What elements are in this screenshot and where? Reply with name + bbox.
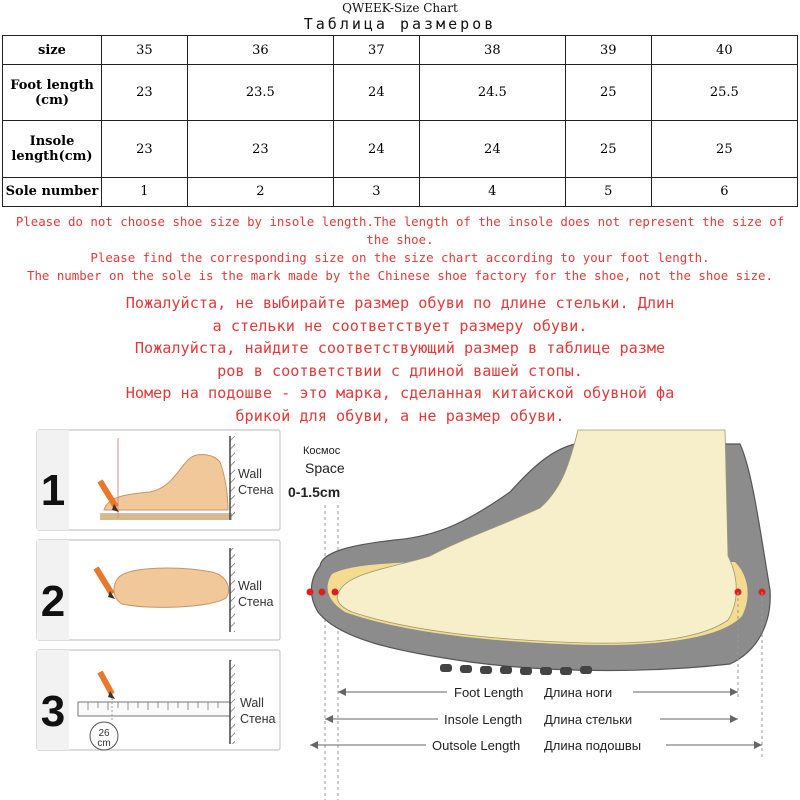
chart-subtitle: Таблица размеров	[303, 15, 497, 33]
table-cell: 23	[101, 64, 188, 122]
step-3-panel: 3 26 cm Wall Стена	[36, 649, 281, 751]
table-cell: 39	[564, 34, 652, 66]
badge-unit: cm	[97, 738, 110, 749]
wall-label-en: Wall	[240, 696, 264, 710]
outsole-length-en: Outsole Length	[432, 738, 520, 753]
measurement-illustration: 1 Wall Стена 2 Wall Стена 3	[36, 429, 771, 800]
note-line: брикой для обуви, а не размер обуви.	[235, 406, 565, 425]
table-cell: 38	[418, 34, 566, 66]
row-header-line: Sole number	[5, 184, 99, 200]
insole-length-en: Insole Length	[444, 712, 522, 727]
note-line: Номер на подошве - это марка, сделанная …	[125, 384, 675, 402]
step-1-panel: 1 Wall Стена	[36, 429, 281, 531]
note-line: Пожалуйста, не выбирайте размер обуви по…	[125, 294, 675, 312]
table-cell: 23.5	[186, 64, 334, 122]
table-cell: 24	[332, 64, 420, 122]
table-cell: 4	[418, 176, 566, 208]
pencil-icon	[93, 566, 115, 599]
step-2-panel: 2 Wall Стена	[36, 539, 281, 641]
foot-length-en: Foot Length	[454, 685, 523, 700]
wall-label-ru: Стена	[238, 595, 273, 609]
wall-label-en: Wall	[238, 579, 262, 593]
table-cell: 24	[418, 120, 566, 178]
outsole-length-measure: Outsole Length Длина подошвы	[310, 736, 762, 754]
table-cell: 2	[186, 176, 334, 208]
marker-dot	[331, 588, 339, 596]
table-cell: 35	[101, 34, 188, 66]
ruler	[77, 701, 231, 717]
table-cell: 24	[332, 120, 420, 178]
row-header-line: size	[38, 42, 66, 58]
table-cell: 23	[186, 120, 334, 178]
badge-value: 26	[98, 728, 110, 739]
row-header: Foot length(cm)	[2, 64, 102, 122]
row-header-line: length(cm)	[11, 149, 93, 165]
row-header-line: Foot length	[10, 77, 94, 93]
step-number: 2	[41, 577, 65, 626]
wall-label-ru: Стена	[238, 483, 273, 497]
table-cell: 25	[564, 120, 652, 178]
table-cell: 25.5	[650, 64, 799, 122]
step-number: 1	[41, 466, 65, 515]
pencil-icon	[97, 670, 115, 699]
table-cell: 23	[101, 120, 188, 178]
wall-label-ru: Стена	[240, 712, 275, 726]
pencil-icon	[97, 479, 119, 512]
table-cell: 5	[564, 176, 652, 208]
outsole-length-ru: Длина подошвы	[544, 738, 641, 753]
insole-length-ru: Длина стельки	[544, 712, 632, 727]
note-line: Please find the corresponding size on th…	[90, 250, 710, 265]
notes-russian: Пожалуйста, не выбирайте размер обуви по…	[0, 292, 800, 427]
table-cell: 3	[332, 176, 420, 208]
table-cell: 6	[650, 176, 799, 208]
foot-side-icon	[103, 454, 229, 511]
table-cell: 37	[332, 34, 420, 66]
shoe-diagram: Космос Space 0-1.5cm Foot Length Длина н…	[288, 429, 771, 800]
foot-shape	[336, 429, 737, 644]
space-range: 0-1.5cm	[288, 484, 340, 500]
space-label-en: Space	[305, 460, 345, 476]
foot-top-icon	[113, 567, 230, 608]
measurement-badge	[89, 721, 119, 751]
table-cell: 1	[101, 176, 188, 208]
row-header: Sole number	[2, 176, 102, 208]
step-number: 3	[41, 687, 65, 736]
note-line: а стельки не соответствует размеру обуви…	[212, 316, 588, 335]
foot-length-measure: Foot Length Длина ноги	[338, 683, 738, 701]
table-cell: 24.5	[418, 64, 566, 122]
foot-length-ru: Длина ноги	[544, 685, 612, 700]
marker-dot	[318, 588, 326, 596]
marker-dot	[306, 588, 314, 596]
table-cell: 40	[650, 34, 799, 66]
note-line: ров в соответствии с длиной вашей стопы.	[217, 361, 583, 380]
note-line: Please do not choose shoe size by insole…	[15, 214, 785, 229]
table-cell: 36	[186, 34, 334, 66]
row-header-line: Insole	[29, 134, 75, 150]
chart-title: QWEEK-Size Chart	[342, 1, 458, 15]
table-cell: 25	[564, 64, 652, 122]
row-header: size	[2, 34, 102, 66]
space-label-ru: Космос	[303, 445, 341, 457]
insole-length-measure: Insole Length Длина стельки	[325, 710, 738, 728]
table-cell: 25	[650, 120, 799, 178]
wall-label-en: Wall	[238, 467, 262, 481]
note-line: the shoe.	[366, 232, 434, 247]
note-line: Пожалуйста, найдите соответствующий разм…	[134, 339, 666, 357]
note-line: The number on the sole is the mark made …	[27, 268, 773, 283]
row-header-line: (cm)	[35, 92, 69, 108]
notes-english: Please do not choose shoe size by insole…	[0, 213, 800, 285]
